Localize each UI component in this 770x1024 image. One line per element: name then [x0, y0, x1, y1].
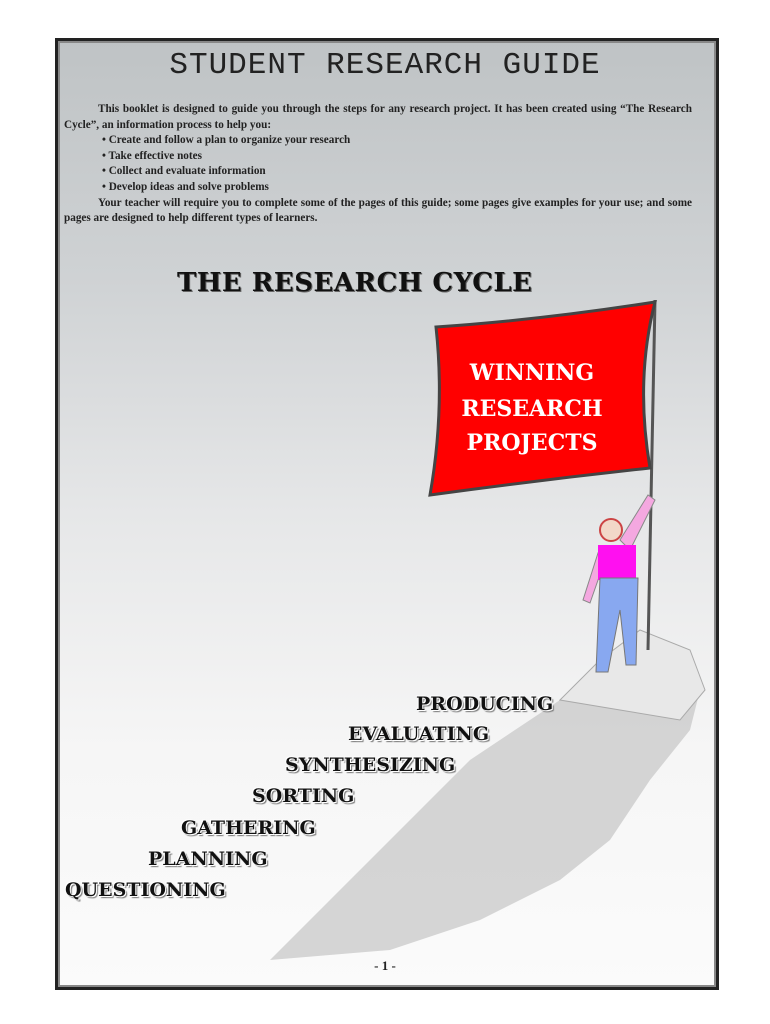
climber-pants: [595, 577, 639, 673]
step-synthesizing: SYNTHESIZING: [285, 754, 456, 776]
bullet-item: Take effective notes: [102, 149, 692, 165]
intro-text: This booklet is designed to guide you th…: [64, 102, 692, 227]
page-title: STUDENT RESEARCH GUIDE: [169, 48, 601, 83]
flag-line-1: WINNING: [469, 360, 594, 386]
intro-paragraph: This booklet is designed to guide you th…: [64, 103, 692, 131]
flag: [428, 300, 658, 497]
flag-line-2: RESEARCH: [461, 396, 602, 422]
step-evaluating: EVALUATING: [348, 723, 490, 745]
bullet-item: Collect and evaluate information: [102, 164, 692, 180]
step-sorting: SORTING: [252, 785, 355, 807]
climber-shirt: [598, 545, 636, 580]
flag-line-3: PROJECTS: [467, 430, 598, 456]
bullet-list: Create and follow a plan to organize you…: [64, 133, 692, 195]
climber-head: [599, 518, 623, 542]
flag-pole: [646, 299, 657, 651]
page-number: - 1 -: [374, 958, 396, 973]
bullet-item: Develop ideas and solve problems: [102, 180, 692, 196]
step-gathering: GATHERING: [181, 817, 316, 839]
bullet-item: Create and follow a plan to organize you…: [102, 133, 692, 149]
closing-paragraph: Your teacher will require you to complet…: [64, 196, 692, 225]
mountain-shape: [270, 640, 700, 960]
research-cycle-title: THE RESEARCH CYCLE: [177, 268, 533, 298]
step-producing: PRODUCING: [416, 693, 554, 715]
step-planning: PLANNING: [148, 848, 268, 870]
step-questioning: QUESTIONING: [65, 879, 226, 901]
